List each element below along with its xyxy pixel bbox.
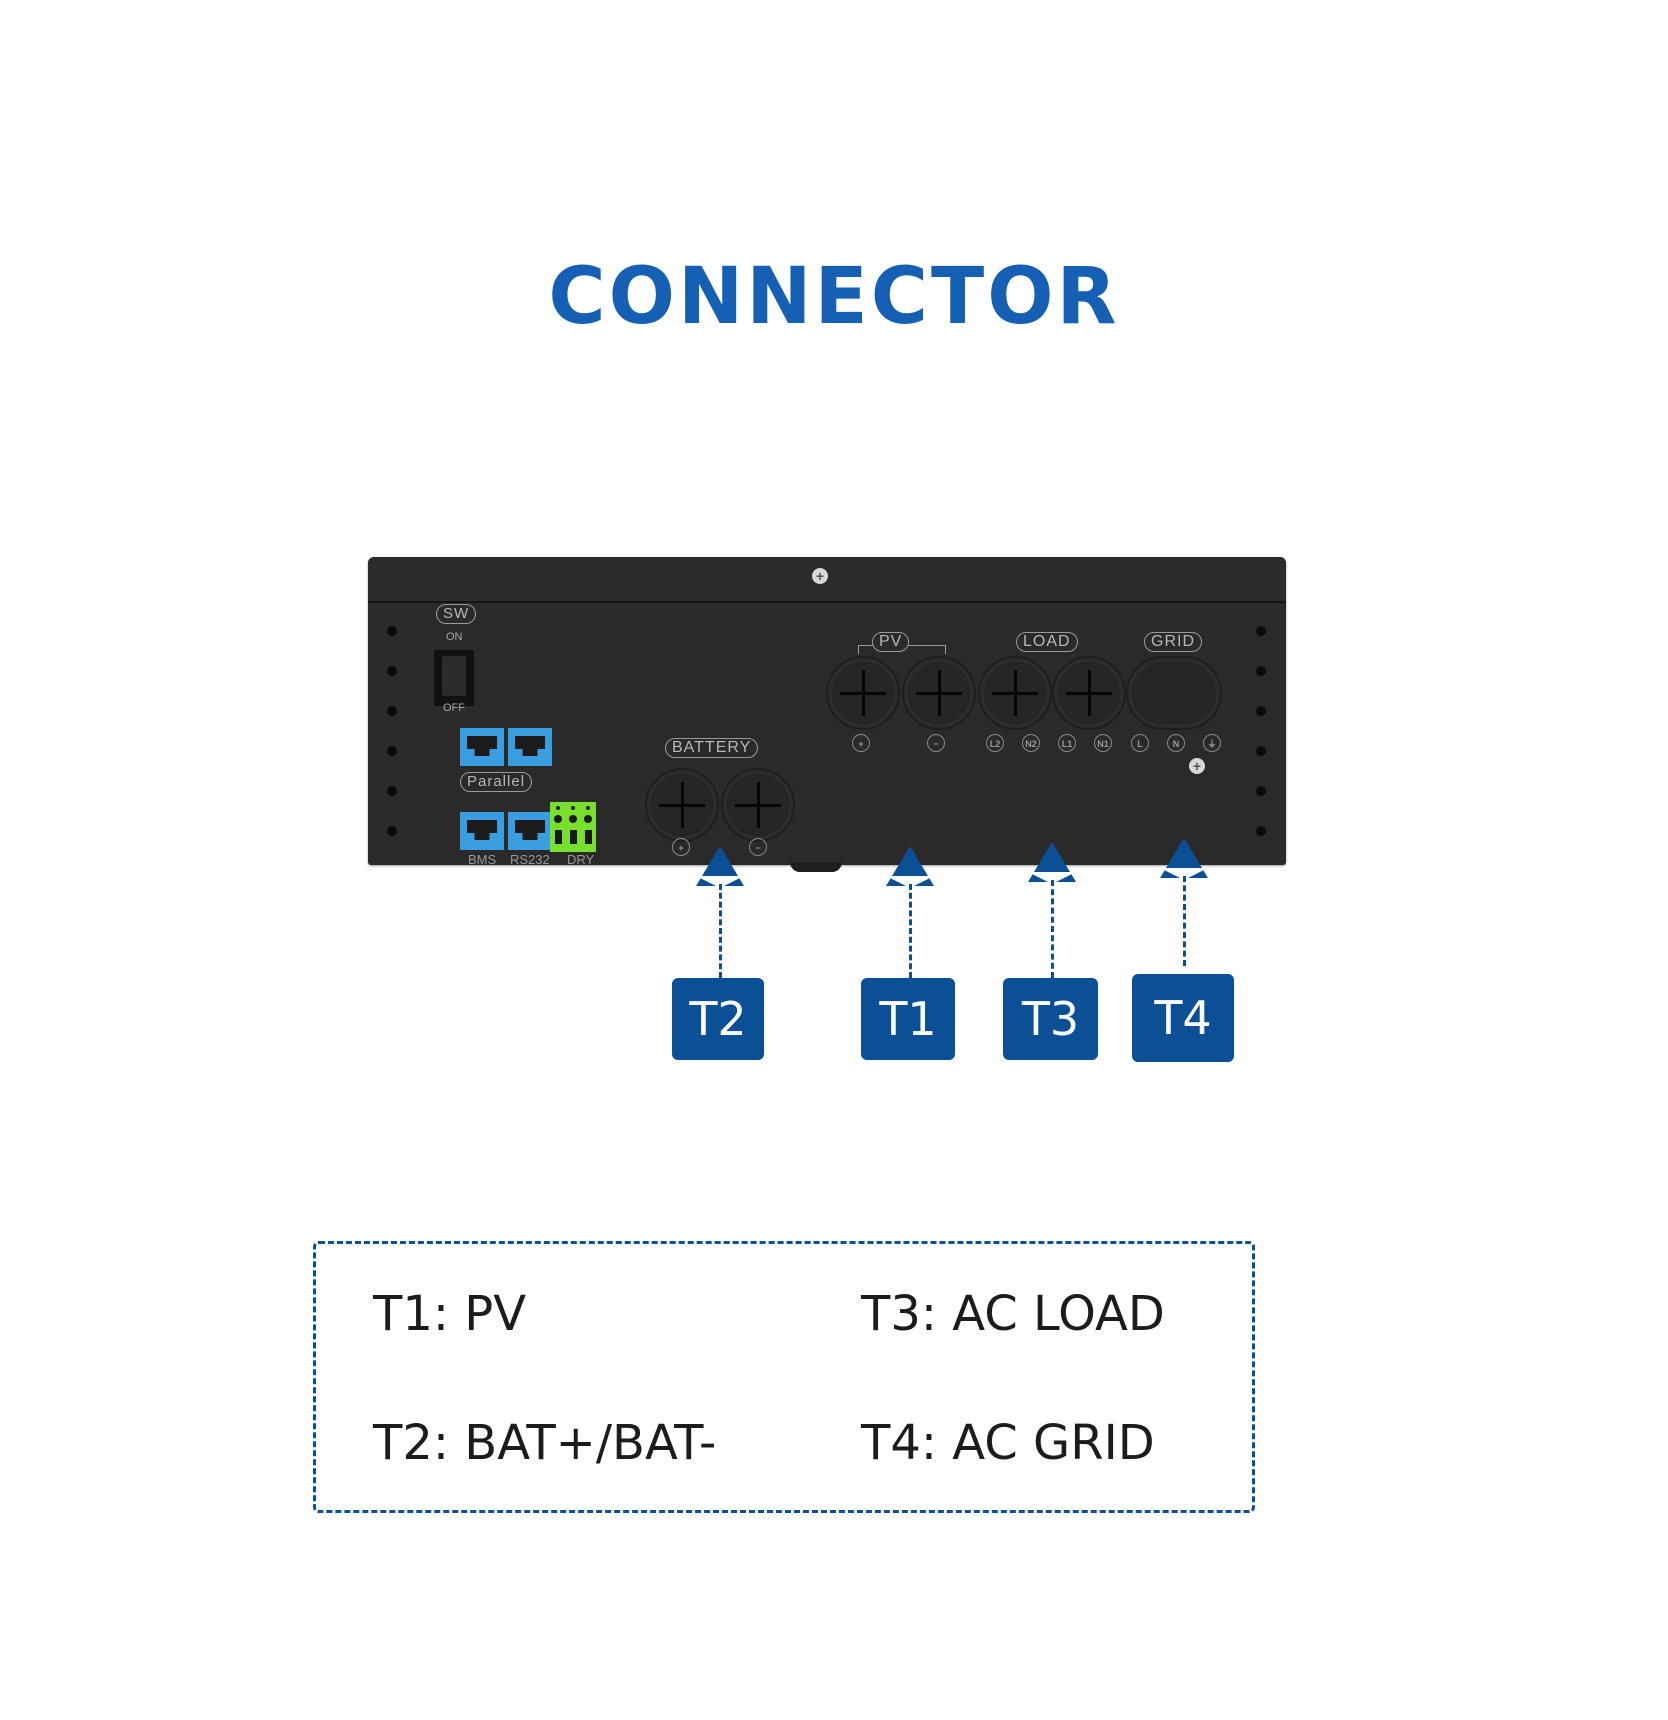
rj45-jack-icon: [515, 736, 545, 756]
ground-icon: ⏚: [1203, 734, 1221, 752]
pin-dot: [586, 806, 590, 810]
pv-label: PV: [872, 632, 910, 652]
pin-dot: [556, 806, 560, 810]
callout-badge-t2: T2: [672, 978, 764, 1060]
grid-gland: [1126, 656, 1222, 730]
legend-item-t1: T1: PV: [373, 1286, 527, 1342]
screw-icon: +: [1189, 758, 1205, 774]
switch-off-label: OFF: [443, 702, 465, 714]
switch-rocker: [442, 656, 466, 696]
battery-negative-terminal: −: [749, 838, 767, 856]
pv-negative-gland: [902, 656, 976, 730]
grid-label: GRID: [1144, 632, 1202, 652]
grid-n-terminal: N: [1167, 734, 1185, 752]
pin-hole: [554, 815, 562, 823]
callout-badge-t3: T3: [1003, 978, 1098, 1060]
vent-hole: [387, 706, 397, 716]
battery-negative-gland: [721, 768, 795, 842]
switch-label: SW: [436, 604, 477, 624]
vent-hole: [1256, 706, 1266, 716]
load-n2-terminal: N2: [1022, 734, 1040, 752]
switch-on-label: ON: [446, 631, 463, 643]
parallel-port-2: [508, 728, 552, 766]
arrow-notch: [696, 876, 744, 888]
vent-hole: [1256, 826, 1266, 836]
vent-hole: [387, 826, 397, 836]
arrow-notch: [1160, 868, 1208, 880]
legend-item-t2: T2: BAT+/BAT-: [373, 1415, 717, 1471]
pin-slot: [585, 830, 592, 844]
vent-hole: [387, 786, 397, 796]
callout-line-t2: [719, 884, 722, 978]
rj45-jack-icon: [515, 820, 545, 840]
load-gland-2: [1052, 656, 1126, 730]
callout-line-t3: [1051, 880, 1054, 978]
device-top-band: [368, 557, 1286, 603]
pin-slot: [555, 830, 562, 844]
rj45-jack-icon: [467, 820, 497, 840]
vent-hole: [387, 626, 397, 636]
vent-hole: [1256, 746, 1266, 756]
vent-hole: [1256, 786, 1266, 796]
pin-hole: [569, 815, 577, 823]
load-l2-terminal: L2: [986, 734, 1004, 752]
load-n1-terminal: N1: [1094, 734, 1112, 752]
device-foot: [790, 862, 842, 872]
battery-positive-gland: [645, 768, 719, 842]
power-switch[interactable]: [434, 650, 474, 706]
pin-dot: [571, 806, 575, 810]
vent-hole: [387, 666, 397, 676]
battery-label: BATTERY: [665, 738, 759, 758]
load-gland-1: [978, 656, 1052, 730]
parallel-port-1: [460, 728, 504, 766]
bms-label: BMS: [468, 852, 497, 867]
rs232-label: RS232: [510, 852, 550, 867]
pin-hole: [584, 815, 592, 823]
pv-positive-terminal: +: [852, 734, 870, 752]
callout-line-t1: [909, 884, 912, 978]
dry-contact-port: [550, 802, 596, 852]
callout-line-t4: [1183, 876, 1186, 966]
legend-item-t3: T3: AC LOAD: [861, 1286, 1165, 1342]
page-title: CONNECTOR: [548, 252, 1120, 342]
arrow-notch: [1028, 872, 1076, 884]
callout-badge-t4: T4: [1132, 974, 1234, 1062]
bms-port: [460, 812, 504, 850]
screw-icon: +: [812, 568, 828, 584]
pin-slot: [570, 830, 577, 844]
pv-positive-gland: [826, 656, 900, 730]
battery-positive-terminal: +: [672, 838, 690, 856]
legend-item-t4: T4: AC GRID: [861, 1415, 1155, 1471]
dry-label: DRY: [567, 852, 595, 867]
legend-box: T1: PV T3: AC LOAD T2: BAT+/BAT- T4: AC …: [313, 1241, 1255, 1513]
vent-hole: [1256, 666, 1266, 676]
load-label: LOAD: [1016, 632, 1078, 652]
pv-negative-terminal: −: [927, 734, 945, 752]
vent-hole: [1256, 626, 1266, 636]
rs232-port: [508, 812, 552, 850]
load-l1-terminal: L1: [1058, 734, 1076, 752]
parallel-label: Parallel: [460, 772, 533, 792]
arrow-notch: [886, 876, 934, 888]
rj45-jack-icon: [467, 736, 497, 756]
grid-l-terminal: L: [1131, 734, 1149, 752]
callout-badge-t1: T1: [861, 978, 955, 1060]
vent-hole: [387, 746, 397, 756]
